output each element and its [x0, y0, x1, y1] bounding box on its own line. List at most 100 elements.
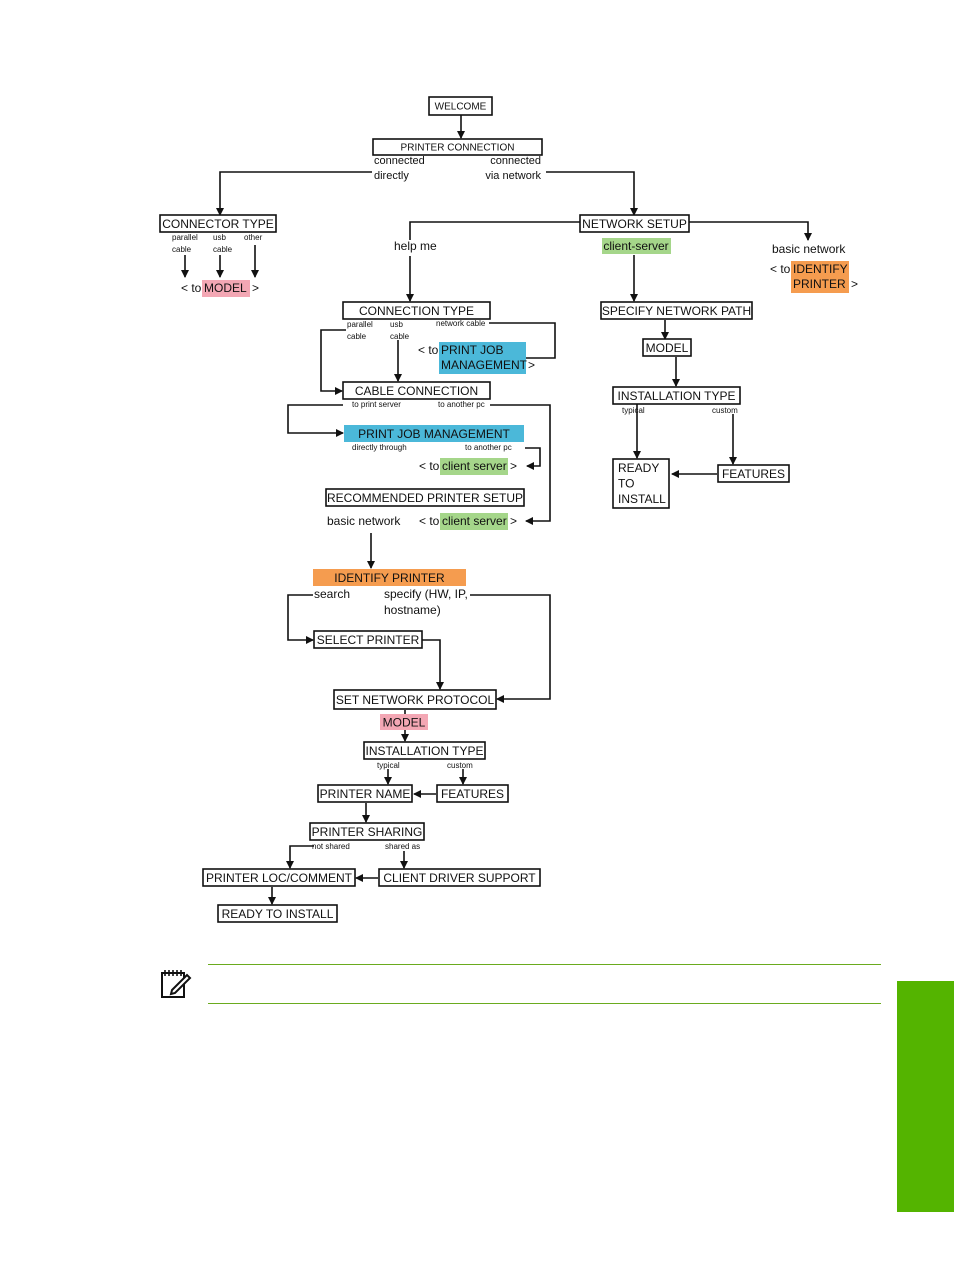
ref-prefix: < to: [181, 281, 202, 295]
node-border: [217, 904, 338, 923]
node-cable-connection: CABLE CONNECTION: [342, 381, 491, 400]
node-border: [317, 784, 413, 803]
node-border: [202, 868, 356, 887]
node-border: [159, 214, 277, 233]
ref-prefix: < to: [770, 262, 791, 276]
node-client-driver-support: CLIENT DRIVER SUPPORT: [378, 868, 541, 887]
label-basic-network-top: basic network: [772, 242, 846, 256]
ref-target: PRINT JOB: [441, 343, 503, 357]
label-typical-bottom: typical: [377, 761, 400, 770]
node-label: IDENTIFY PRINTER: [334, 571, 445, 585]
node-label: MODEL: [646, 341, 689, 355]
label-to-print-server: to print server: [352, 400, 401, 409]
node-label: READY TO INSTALL: [222, 907, 334, 921]
node-print-job-management: PRINT JOB MANAGEMENT: [344, 425, 524, 442]
label-parallel-cable: parallel: [172, 233, 198, 242]
node-label: MODEL: [383, 715, 426, 729]
ref-prefix: < to: [419, 459, 440, 473]
ref-suffix: >: [510, 514, 517, 528]
node-label: SET NETWORK PROTOCOL: [336, 693, 495, 707]
node-ready-to-install-bottom: READY TO INSTALL: [217, 904, 338, 923]
label-typical-right: typical: [622, 406, 645, 415]
label-parallel-cable-2: parallel: [347, 320, 373, 329]
label-parallel-cable: cable: [172, 245, 192, 254]
ref-highlight: [440, 458, 508, 475]
label-highlight: [602, 238, 671, 254]
ref-highlight: [440, 513, 508, 530]
label-to-another-pc-2: to another pc: [465, 443, 512, 452]
ref-to-client-server-1: < to client server >: [419, 458, 517, 475]
node-border: [642, 338, 692, 357]
ref-target: MODEL: [204, 281, 247, 295]
node-printer-name: PRINTER NAME: [317, 784, 413, 803]
node-border: [333, 689, 497, 710]
ref-target: PRINTER: [793, 277, 846, 291]
node-model-right: MODEL: [642, 338, 692, 357]
ref-highlight: [791, 261, 849, 293]
node-highlight: [344, 425, 524, 442]
ref-prefix: < to: [418, 343, 439, 357]
label-client-server: client-server: [602, 238, 671, 254]
node-border: [612, 386, 741, 405]
label-usb-cable-2: cable: [390, 332, 410, 341]
node-border: [372, 138, 543, 156]
ref-suffix: >: [510, 459, 517, 473]
node-label: FEATURES: [441, 787, 504, 801]
node-border: [612, 458, 670, 509]
label-specify-hw: hostname): [384, 603, 441, 617]
node-select-printer: SELECT PRINTER: [313, 630, 423, 649]
node-recommended-printer-setup: RECOMMENDED PRINTER SETUP: [325, 488, 525, 507]
node-border: [579, 214, 690, 233]
label-directly-through: directly through: [352, 443, 407, 452]
node-label: NETWORK SETUP: [582, 217, 687, 231]
node-connection-type: CONNECTION TYPE: [342, 301, 491, 320]
node-border: [342, 381, 491, 400]
label-specify-hw: specify (HW, IP,: [384, 587, 468, 601]
label-help-me: help me: [394, 239, 437, 253]
node-label: PRINTER CONNECTION: [401, 143, 515, 154]
node-printer-sharing: PRINTER SHARING: [309, 822, 425, 841]
node-installation-type-right: INSTALLATION TYPE: [612, 386, 741, 405]
node-highlight: [380, 714, 428, 730]
node-identify-printer: IDENTIFY PRINTER: [313, 569, 466, 586]
node-border: [436, 784, 509, 803]
ref-to-model: < to MODEL >: [181, 280, 259, 297]
node-printer-loc-comment: PRINTER LOC/COMMENT: [202, 868, 356, 887]
ref-target: IDENTIFY: [793, 262, 848, 276]
node-border: [600, 301, 753, 320]
label-custom-right: custom: [712, 406, 738, 415]
ref-target: MANAGEMENT: [441, 358, 528, 372]
node-border: [342, 301, 491, 320]
label-basic-network-mid: basic network: [327, 514, 401, 528]
ref-prefix: < to: [419, 514, 440, 528]
label-search: search: [314, 587, 350, 601]
node-label: INSTALLATION TYPE: [365, 744, 483, 758]
node-label-line: TO: [618, 477, 634, 491]
label-shared-as: shared as: [385, 842, 420, 851]
label-usb-cable-2: usb: [390, 320, 403, 329]
node-label: SPECIFY NETWORK PATH: [602, 304, 751, 318]
label-connected-via-network: via network: [485, 170, 541, 182]
note-icon: [161, 970, 192, 998]
label-to-another-pc-1: to another pc: [438, 400, 485, 409]
ref-suffix: >: [528, 358, 535, 372]
node-border: [363, 741, 486, 760]
node-set-network-protocol: SET NETWORK PROTOCOL: [333, 689, 497, 710]
ref-to-client-server-2: < to client server >: [419, 513, 517, 530]
note-bottom-rule: [208, 1003, 881, 1004]
node-installation-type-bottom: INSTALLATION TYPE: [363, 741, 486, 760]
node-border: [378, 868, 541, 887]
node-connector-type: CONNECTOR TYPE: [159, 214, 277, 233]
node-label: SELECT PRINTER: [317, 633, 420, 647]
node-label: PRINTER LOC/COMMENT: [206, 871, 353, 885]
ref-target: client server: [442, 514, 507, 528]
label-text: client-server: [603, 239, 668, 253]
label-not-shared: not shared: [312, 842, 350, 851]
ref-highlight: [439, 342, 526, 374]
node-highlight: [313, 569, 466, 586]
